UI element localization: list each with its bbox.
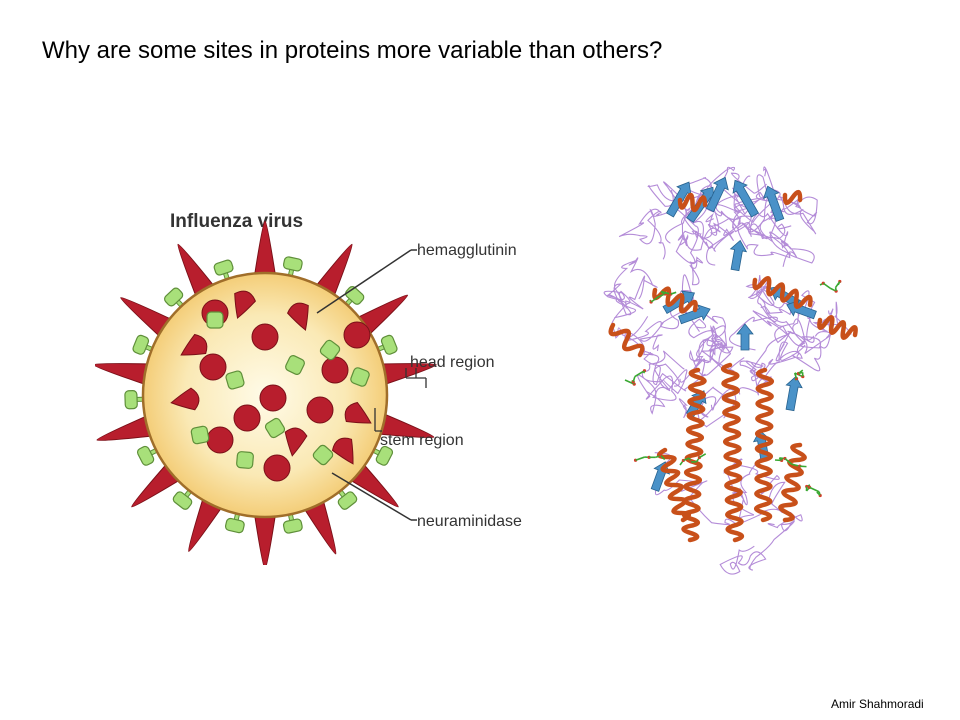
coil-segment bbox=[624, 274, 694, 352]
stem-region-label: stem region bbox=[380, 432, 464, 449]
hemagglutinin-spike bbox=[376, 363, 437, 387]
beta-strand bbox=[732, 179, 760, 218]
alpha-helix bbox=[752, 276, 813, 309]
hemagglutinin-spike bbox=[96, 413, 157, 441]
beta-strand bbox=[705, 176, 729, 213]
hemagglutinin-side-view bbox=[284, 427, 308, 457]
hemagglutinin-spike bbox=[374, 411, 435, 439]
beta-strand bbox=[762, 185, 785, 222]
beta-strand bbox=[729, 239, 748, 272]
hemagglutinin-side-view bbox=[170, 387, 200, 411]
hemagglutinin-spike bbox=[253, 220, 277, 280]
beta-strand bbox=[662, 290, 695, 315]
alpha-helix bbox=[652, 286, 698, 314]
neuraminidase-top-view bbox=[312, 444, 334, 466]
hemagglutinin-spike bbox=[253, 510, 277, 565]
hemagglutinin-leader bbox=[316, 249, 412, 314]
hemagglutinin-spike bbox=[188, 493, 225, 552]
hemagglutinin-top-view bbox=[206, 426, 234, 454]
hemagglutinin-spike bbox=[312, 243, 353, 301]
hemagglutinin-side-view bbox=[234, 290, 256, 319]
neuraminidase-top-view bbox=[350, 367, 370, 387]
coil-segment bbox=[763, 166, 818, 235]
alpha-helix bbox=[778, 442, 807, 523]
author-credit: Amir Shahmoradi bbox=[831, 697, 924, 711]
alpha-helix bbox=[677, 192, 708, 213]
glycan-ligand bbox=[679, 453, 707, 466]
hemagglutinin-spike bbox=[95, 363, 154, 387]
beta-strand bbox=[736, 323, 754, 351]
neuraminidase-leader bbox=[331, 472, 412, 521]
neuraminidase-top-view bbox=[236, 451, 254, 469]
coil-segment bbox=[637, 350, 688, 415]
coil-segment bbox=[697, 172, 767, 266]
beta-strand bbox=[678, 304, 711, 325]
hemagglutinin-top-view bbox=[343, 321, 371, 349]
hemagglutinin-spike bbox=[301, 495, 337, 555]
coil-segment bbox=[618, 208, 714, 260]
head-region-bracket bbox=[405, 368, 427, 388]
hemagglutinin-top-view bbox=[251, 323, 279, 351]
glycan-ligand bbox=[624, 369, 647, 386]
neuraminidase-spike bbox=[213, 259, 234, 283]
glycan-ligands bbox=[624, 279, 842, 498]
neuraminidase-top-view bbox=[285, 355, 305, 375]
neuraminidase-spike bbox=[124, 390, 146, 410]
alpha-helix bbox=[817, 315, 858, 340]
hemagglutinin-side-view bbox=[180, 333, 208, 356]
stem-region-bracket bbox=[374, 408, 382, 432]
glycan-ligand bbox=[649, 290, 677, 304]
neuraminidase-top-view bbox=[206, 311, 224, 329]
beta-strand bbox=[785, 375, 803, 412]
neuraminidase-top-view bbox=[319, 339, 341, 361]
alpha-helices bbox=[608, 189, 858, 543]
slide-title: Why are some sites in proteins more vari… bbox=[42, 37, 663, 64]
virus-title: Influenza virus bbox=[170, 211, 303, 232]
neuraminidase-label: neuraminidase bbox=[417, 513, 522, 530]
hemagglutinin-side-view bbox=[287, 302, 309, 331]
head-region-label: head region bbox=[410, 354, 495, 371]
surface-proteins bbox=[170, 290, 372, 482]
alpha-helix bbox=[656, 447, 692, 523]
glycan-ligand bbox=[774, 456, 807, 468]
coil-segment bbox=[675, 212, 721, 286]
hemagglutinin-top-view bbox=[321, 356, 349, 384]
hemagglutinin-top-view bbox=[259, 384, 287, 412]
hemagglutinin-spike bbox=[177, 243, 218, 301]
alpha-helix bbox=[720, 362, 745, 543]
neuraminidase-top-view bbox=[190, 425, 210, 445]
hemagglutinin-top-view bbox=[306, 396, 334, 424]
hemagglutinin-protein-structure bbox=[603, 166, 858, 575]
glycan-ligand bbox=[793, 369, 805, 381]
hemagglutinin-side-view bbox=[344, 401, 372, 424]
neuraminidase-top-view bbox=[225, 370, 245, 390]
alpha-helix bbox=[753, 367, 775, 523]
glycan-ligand bbox=[819, 279, 842, 293]
coil-segment bbox=[719, 511, 803, 575]
alpha-helix bbox=[608, 322, 645, 358]
alpha-helix bbox=[782, 189, 803, 206]
hemagglutinin-label: hemagglutinin bbox=[417, 242, 517, 259]
glycan-ligand bbox=[805, 484, 822, 498]
coil-segment bbox=[729, 310, 806, 381]
neuraminidase-top-view bbox=[264, 417, 286, 439]
coil-segment bbox=[679, 326, 745, 383]
hemagglutinin-top-view bbox=[199, 353, 227, 381]
hemagglutinin-top-view bbox=[263, 454, 291, 482]
hemagglutinin-side-view bbox=[331, 437, 354, 465]
hemagglutinin-top-view bbox=[233, 404, 261, 432]
alpha-helix bbox=[681, 367, 707, 543]
glycan-ligand bbox=[633, 454, 666, 462]
coil-segment bbox=[606, 257, 658, 310]
influenza-virus-diagram: Influenza virus hemagglutinin head regio… bbox=[95, 211, 522, 565]
